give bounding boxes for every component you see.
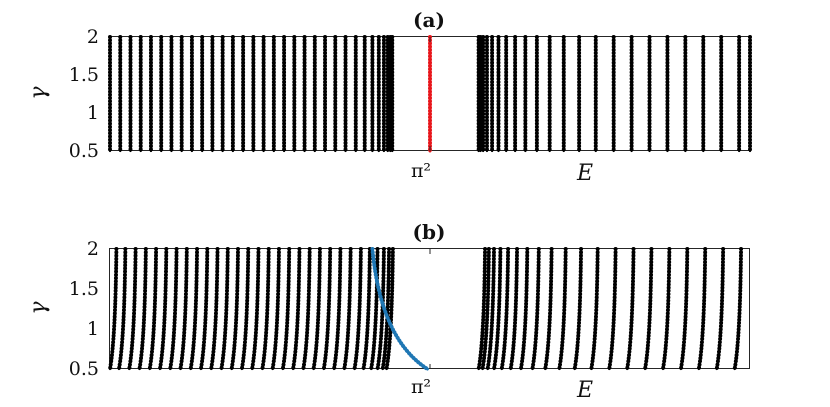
panel-b-series-0-core-46 [679, 247, 689, 371]
panel-b-series-0-core-1 [117, 247, 127, 371]
panel-b: (b) γ E 0.5 1 1.5 2 π² [26, 220, 750, 403]
panel-b-series-0-core-40 [573, 247, 583, 371]
panel-b-series-0-core-48 [715, 247, 725, 371]
panel-b-series-0-core-36 [519, 247, 529, 371]
panel-b-series-0-core-19 [302, 247, 311, 371]
panel-b-series-blue [370, 247, 430, 371]
panel-b-series-0-core-42 [608, 247, 617, 371]
panel-b-series-0-core-27 [376, 247, 386, 371]
panel-b-ylabel: γ [26, 301, 51, 315]
panel-b-series-0-core-15 [261, 247, 270, 371]
panel-b-series-0-core-43 [626, 247, 635, 371]
panel-b-series-0-core-24 [353, 247, 362, 371]
panel-b-series-0-core-17 [281, 247, 291, 371]
panel-b-series-0-core-14 [250, 247, 260, 371]
panel-b-series-0-core-37 [531, 247, 540, 371]
panel-b-series-0-core-30 [477, 247, 487, 371]
panel-b-ytick-3: 2 [87, 238, 99, 260]
panel-b-series-0-core-38 [544, 247, 553, 371]
panel-b-series-0-core-34 [500, 247, 510, 371]
panel-b-series-0-core-2 [128, 247, 137, 371]
panel-b-series-0-core-6 [169, 247, 178, 371]
panel-b-series-0-core-26 [370, 247, 379, 371]
panel-b-series-0-core-21 [322, 247, 332, 371]
panel-b-series-0-core-35 [509, 247, 519, 371]
panel-b-series-0-core-0 [108, 247, 118, 371]
panel-a-ytick-0: 0.5 [69, 140, 99, 162]
panel-b-series-0-core-41 [590, 247, 599, 371]
panel-b-ytick-2: 1.5 [69, 278, 99, 300]
panel-a-ylabel: γ [26, 86, 51, 100]
panel-b-series-0-core-9 [199, 247, 209, 371]
panel-b-series-0-core-12 [230, 247, 240, 371]
panel-b-series-0-core-31 [481, 247, 490, 371]
panel-b-series-0-core-25 [362, 247, 371, 371]
panel-b-series-0-core-18 [291, 247, 301, 371]
panel-b-series-0-core-20 [312, 247, 322, 371]
panel-b-series-0-core-10 [210, 247, 219, 371]
panel-b-ytick-0: 0.5 [69, 358, 99, 380]
panel-b-series-0-core-44 [643, 247, 653, 371]
panel-b-ytick-1: 1 [87, 318, 99, 340]
panel-b-series-0-core-23 [343, 247, 352, 371]
panel-a-xtick: π² [411, 160, 431, 182]
panel-a-ytick-2: 1.5 [69, 64, 99, 86]
panel-b-series-black [108, 247, 744, 371]
panel-b-series-0-core-45 [661, 247, 671, 371]
panel-b-series-0-core-7 [179, 247, 188, 371]
panel-b-xtick: π² [411, 376, 431, 398]
panel-b-series-0-core-49 [733, 247, 743, 371]
panel-b-series-0-core-16 [271, 247, 281, 371]
panel-b-series-1-core-0 [370, 247, 429, 371]
panel-b-series-0-core-8 [189, 247, 199, 371]
panel-a-ytick-3: 2 [87, 26, 99, 48]
panel-b-series-0-core-32 [486, 247, 496, 371]
panel-a-xlabel: E [576, 161, 593, 186]
panel-b-series-0-core-28 [381, 247, 391, 371]
panel-b-series-0-core-22 [332, 247, 342, 371]
panel-a-ytick-1: 1 [87, 102, 99, 124]
panel-b-series-0-core-39 [558, 247, 567, 371]
panel-b-series-0-core-5 [158, 247, 168, 371]
panel-a-tag: (a) [413, 8, 445, 32]
panel-a-series-black [108, 35, 752, 153]
panel-b-series-0-core-4 [148, 247, 158, 371]
panel-b-series-0-core-11 [220, 247, 229, 371]
panel-b-series-0-core-3 [138, 247, 147, 371]
panel-b-xlabel: E [576, 378, 593, 403]
panel-a: (a) γ E 0.5 1 1.5 2 π² [26, 8, 752, 186]
panel-b-series-0-core-13 [240, 247, 250, 371]
panel-b-series-0-core-47 [697, 247, 707, 371]
panel-b-tag: (b) [413, 220, 446, 244]
panel-b-series-0-core-33 [492, 247, 502, 371]
